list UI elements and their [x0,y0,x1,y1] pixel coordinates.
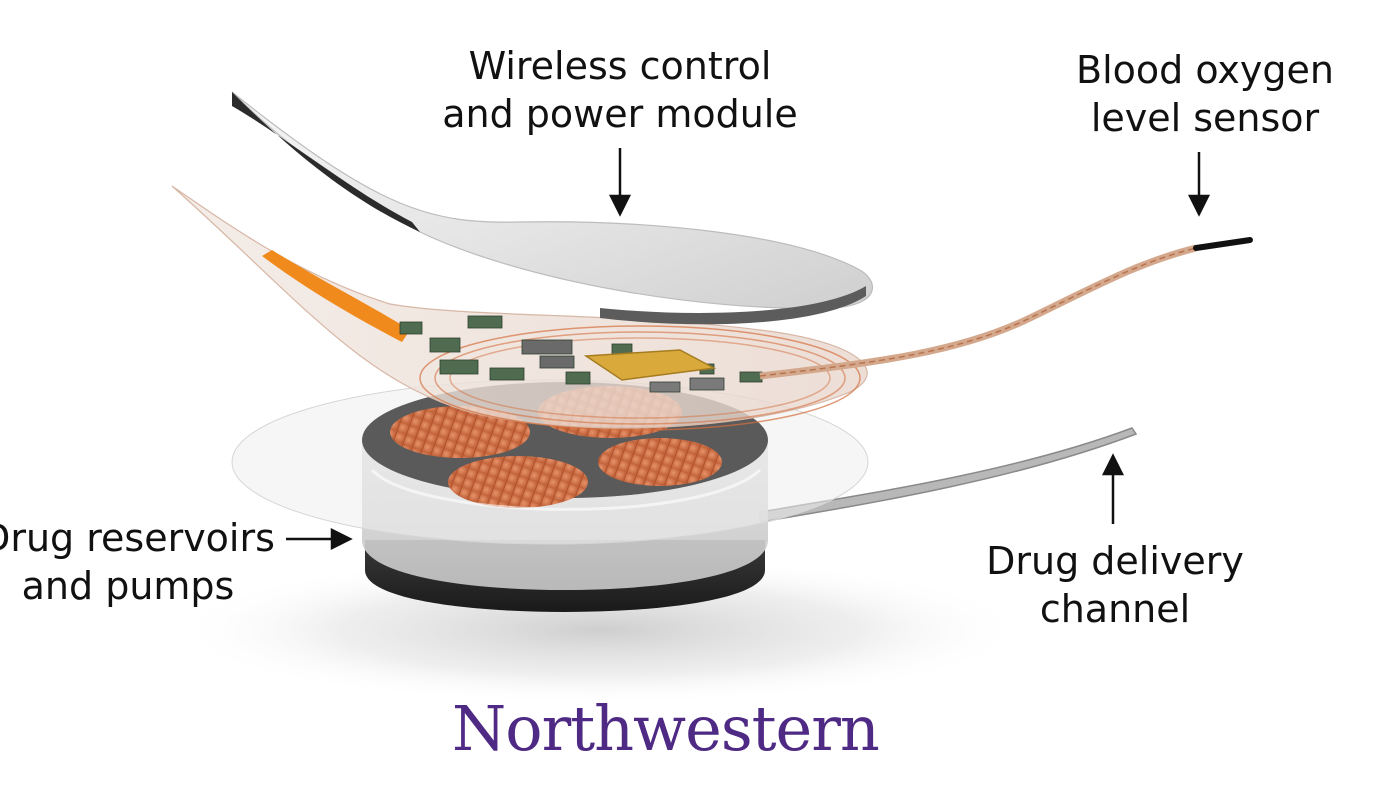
label-sensor-line-1: Blood oxygen [1076,48,1334,92]
arrow-channel-head [1101,453,1125,476]
pump-coil-4 [598,438,722,486]
antenna-coil-2 [434,331,846,425]
microcontroller-chip [583,349,717,381]
arrow-wireless-head [608,194,632,217]
callout-arrows [286,148,1211,551]
orange-flex-connector [262,250,410,342]
antenna-coil-3 [449,337,831,419]
arrow-reservoirs-head [330,527,353,551]
label-sensor-line-2: level sensor [1090,96,1320,140]
label-reservoirs-line-1: Drug reservoirs [0,516,275,560]
pump-coil-1 [390,406,530,458]
delivery-channel-strip [759,427,1138,523]
northwestern-logo: Northwestern [452,692,880,765]
pump-coil-3 [448,456,588,508]
label-wireless-line-2: and power module [442,92,798,136]
label-oxygen-sensor: Blood oxygen level sensor [1040,46,1370,142]
label-wireless-module: Wireless control and power module [420,42,820,138]
wireless-module-rim [600,286,866,325]
housing-highlight [370,468,762,511]
label-delivery-channel: Drug delivery channel [960,537,1270,633]
label-wireless-line-1: Wireless control [468,44,772,88]
oxygen-sensor-tip [1193,237,1253,251]
antenna-coil-1 [419,325,861,431]
label-channel-line-1: Drug delivery [986,539,1244,583]
arrow-sensor-head [1187,194,1211,217]
label-reservoirs-line-2: and pumps [21,564,235,608]
floor-shadow [170,555,1030,705]
label-drug-reservoirs: Drug reservoirs and pumps [0,514,278,610]
sensor-lead-trace [759,247,1197,377]
wireless-module-edge [232,92,420,232]
label-channel-line-2: channel [1039,587,1191,631]
